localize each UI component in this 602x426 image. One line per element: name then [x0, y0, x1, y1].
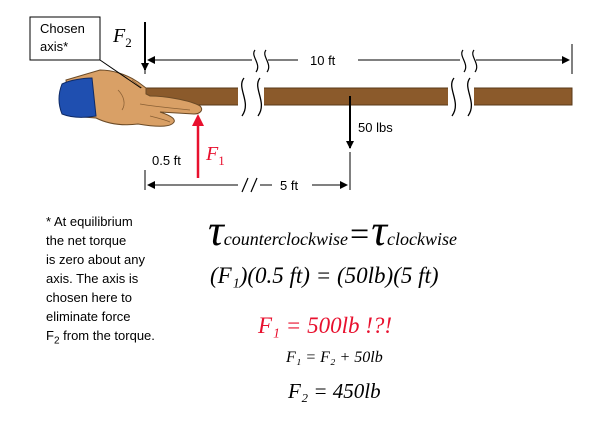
- equation-f1-sum: F₁ = F₂ + 50lb: [286, 349, 383, 366]
- callout-leader: [99, 59, 142, 89]
- dim-total-break-right: [461, 49, 467, 73]
- weight-label: 50 lbs: [358, 120, 393, 135]
- note-line-1: * At equilibrium: [46, 214, 133, 229]
- f2-label: F2: [112, 25, 132, 50]
- dim-f1-label: 0.5 ft: [152, 153, 181, 168]
- f1-label: F1: [205, 143, 225, 168]
- beam-break-left: [238, 77, 264, 117]
- beam: [139, 87, 573, 106]
- callout-line1: Chosen: [40, 21, 85, 36]
- note-line-6: eliminate force: [46, 309, 131, 324]
- f1-arrowhead: [192, 114, 204, 126]
- note-line-4: axis. The axis is: [46, 271, 139, 286]
- sleeve: [58, 77, 97, 118]
- equation-torques: (F₁)(0.5 ft) = (50lb)(5 ft): [210, 263, 439, 288]
- note-line-7: F2 from the torque.: [46, 328, 155, 347]
- dim-total-label: 10 ft: [310, 53, 336, 68]
- hand: [65, 69, 203, 127]
- equation-f1-result: F₁ = 500lb !?!: [258, 313, 393, 338]
- equation-f2-result: F₂ = 450lb: [288, 379, 381, 403]
- dim-half-label: 5 ft: [280, 178, 298, 193]
- beam-break-right: [448, 77, 474, 117]
- callout-box: [29, 16, 101, 61]
- dim-half-break: [241, 177, 249, 193]
- note-line-5: chosen here to: [46, 290, 133, 305]
- dim-total-break-left: [253, 49, 259, 73]
- note-line-2: the net torque: [46, 233, 127, 248]
- callout-line2: axis*: [40, 39, 68, 54]
- equation-torque-balance: τcounterclockwise=τclockwise: [208, 206, 457, 255]
- note-line-3: is zero about any: [46, 252, 146, 267]
